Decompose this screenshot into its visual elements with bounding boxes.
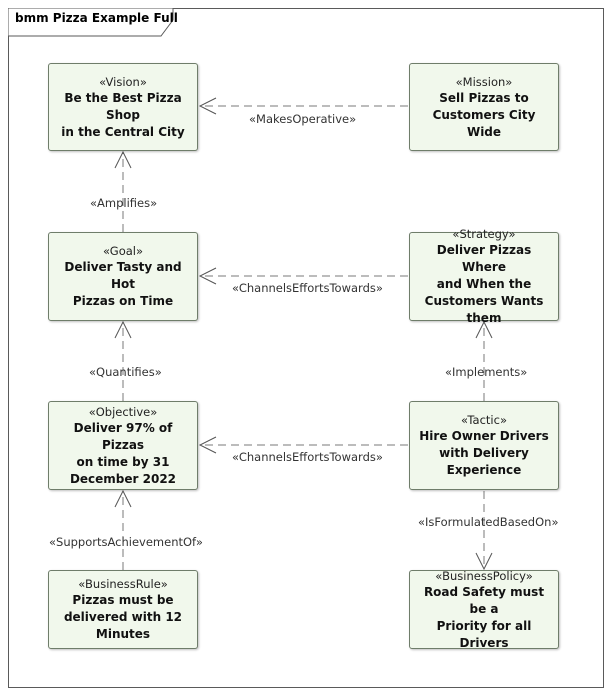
vision-name: Be the Best Pizza Shop in the Central Ci… <box>61 90 185 139</box>
objective-stereotype: «Objective» <box>88 404 158 419</box>
business-rule-node[interactable]: «BusinessRule» Pizzas must be delivered … <box>48 570 198 649</box>
business-rule-name: Pizzas must be delivered with 12 Minutes <box>63 593 183 641</box>
objective-name: Deliver 97% of Pizzas on time by 31 Dece… <box>69 420 177 486</box>
mission-name: Sell Pizzas to Customers City Wide <box>432 90 536 139</box>
business-rule-stereotype: «BusinessRule» <box>78 577 168 591</box>
strategy-name: Deliver Pizzas Where and When the Custom… <box>424 243 544 325</box>
label-amplifies: «Amplifies» <box>90 196 158 210</box>
label-channels-efforts-2: «ChannelsEffortsTowards» <box>232 450 383 464</box>
mission-stereotype: «Mission» <box>455 74 513 89</box>
tactic-node[interactable]: «Tactic» Hire Owner Drivers with Deliver… <box>409 401 559 490</box>
arrowhead-makes-operative <box>198 97 217 115</box>
mission-node[interactable]: «Mission» Sell Pizzas to Customers City … <box>409 63 559 151</box>
business-policy-node[interactable]: «BusinessPolicy» Road Safety must be a P… <box>409 568 559 650</box>
business-policy-name: Road Safety must be a Priority for all D… <box>423 584 545 650</box>
title-tab-shape <box>7 7 174 37</box>
vision-stereotype: «Vision» <box>99 74 147 89</box>
arrowhead-quantifies <box>114 320 132 339</box>
strategy-node[interactable]: «Strategy» Deliver Pizzas Where and When… <box>409 227 559 325</box>
tactic-name: Hire Owner Drivers with Delivery Experie… <box>419 429 549 477</box>
strategy-stereotype: «Strategy» <box>452 227 516 241</box>
label-makes-operative: «MakesOperative» <box>249 112 357 126</box>
goal-name: Deliver Tasty and Hot Pizzas on Time <box>64 260 182 308</box>
label-channels-efforts-1: «ChannelsEffortsTowards» <box>232 281 383 295</box>
arrowhead-amplifies <box>114 150 132 169</box>
arrowhead-is-formulated <box>475 552 493 571</box>
arrowhead-implements <box>475 320 493 339</box>
goal-node[interactable]: «Goal» Deliver Tasty and Hot Pizzas on T… <box>48 232 198 321</box>
business-policy-stereotype: «BusinessPolicy» <box>435 568 533 583</box>
arrowhead-channels-efforts-2 <box>198 436 217 454</box>
objective-node[interactable]: «Objective» Deliver 97% of Pizzas on tim… <box>48 401 198 490</box>
arrowhead-channels-efforts-1 <box>198 267 217 285</box>
label-quantifies: «Quantifies» <box>89 365 162 379</box>
label-is-formulated: «IsFormulatedBasedOn» <box>418 515 559 529</box>
goal-stereotype: «Goal» <box>102 244 144 258</box>
vision-node[interactable]: «Vision» Be the Best Pizza Shop in the C… <box>48 63 198 151</box>
diagram-title: bmm Pizza Example Full <box>15 11 178 25</box>
arrowhead-supports-achievement <box>114 489 132 508</box>
label-implements: «Implements» <box>445 365 528 379</box>
tactic-stereotype: «Tactic» <box>461 413 507 427</box>
diagram-title-tab: bmm Pizza Example Full <box>7 7 178 42</box>
label-supports-achievement: «SupportsAchievementOf» <box>49 535 203 549</box>
diagram-frame <box>8 8 604 688</box>
